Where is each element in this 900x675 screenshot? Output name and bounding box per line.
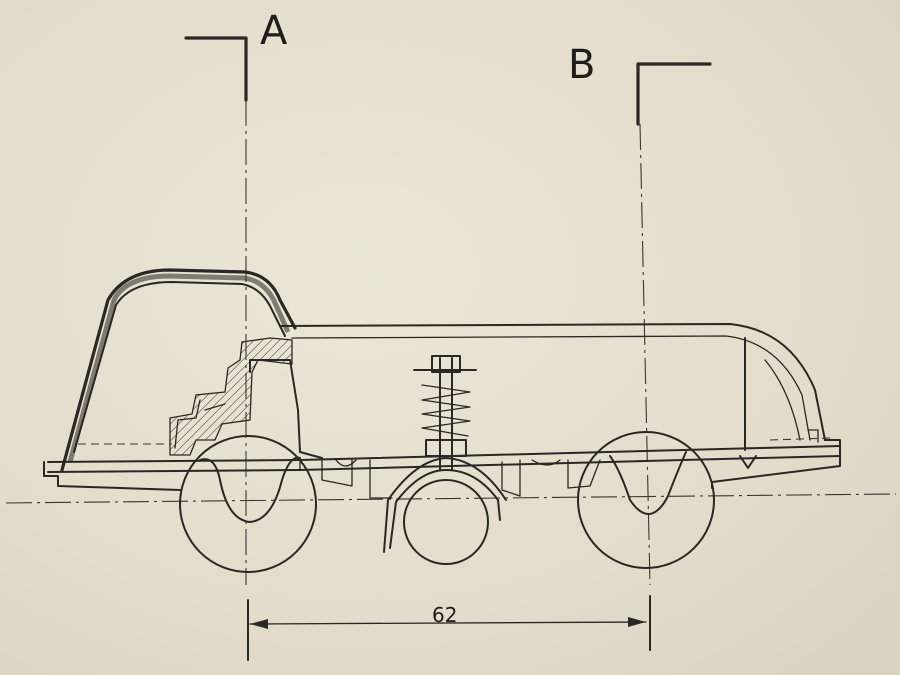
centerline-b bbox=[639, 123, 651, 586]
front-chassis bbox=[199, 359, 323, 523]
rear-wheel-hub bbox=[609, 451, 687, 516]
dimension-label: 62 bbox=[432, 603, 457, 627]
middle-wheel bbox=[403, 479, 489, 565]
dimension-62: 62 bbox=[247, 595, 651, 661]
section-marker-b: B bbox=[568, 42, 712, 126]
section-a-label: A bbox=[260, 8, 288, 54]
section-marker-a: A bbox=[184, 8, 288, 102]
hatched-structure bbox=[169, 337, 293, 456]
section-b-label: B bbox=[568, 42, 595, 88]
middle-wheel-assembly bbox=[383, 355, 507, 565]
hidden-line-rear bbox=[769, 437, 831, 441]
rear-wheel bbox=[577, 431, 715, 569]
front-wheel bbox=[179, 435, 317, 573]
underframe bbox=[321, 457, 601, 499]
axle-centerline bbox=[5, 493, 897, 504]
